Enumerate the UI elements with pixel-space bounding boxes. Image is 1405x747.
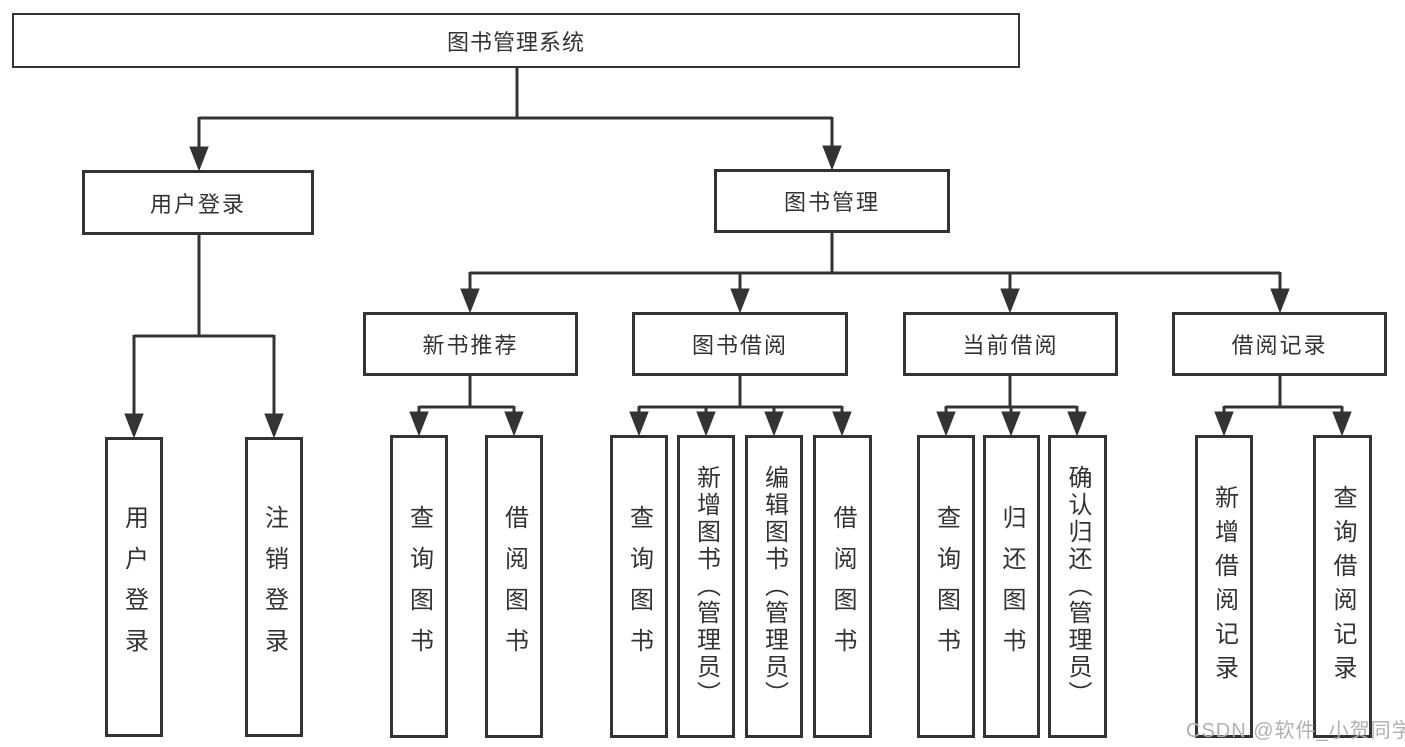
arrowhead: [936, 411, 956, 437]
node-library-management-system: 图书管理系统: [12, 13, 1020, 68]
node-leaf-edit-books-admin: 编辑图书（管理员）: [745, 435, 803, 738]
node-leaf-query-borrow-record: 查询借阅记录: [1313, 435, 1372, 738]
node-book-borrowing: 图书借阅: [632, 312, 848, 376]
arrowhead: [696, 411, 716, 437]
arrowhead: [1001, 411, 1021, 437]
arrowhead: [1214, 411, 1234, 437]
node-leaf-query-books-current: 查询图书: [917, 435, 975, 738]
node-leaf-logout: 注销登录: [245, 437, 303, 737]
arrowhead: [1332, 411, 1352, 437]
node-leaf-user-login: 用户登录: [105, 437, 163, 737]
node-leaf-add-books-admin: 新增图书（管理员）: [677, 435, 735, 738]
arrowhead: [124, 413, 144, 439]
node-leaf-borrow-books: 借阅图书: [813, 435, 872, 738]
node-leaf-query-books-borrow: 查询图书: [610, 435, 668, 738]
arrowhead: [460, 288, 480, 314]
node-current-borrowing: 当前借阅: [903, 312, 1118, 376]
arrowhead: [629, 411, 649, 437]
node-leaf-confirm-return-admin: 确认归还（管理员）: [1048, 435, 1107, 738]
arrowhead: [264, 413, 284, 439]
arrowhead: [189, 146, 209, 172]
arrowhead: [822, 145, 842, 171]
node-user-login: 用户登录: [82, 170, 314, 235]
arrowhead: [764, 411, 784, 437]
node-book-management: 图书管理: [714, 169, 950, 233]
node-leaf-borrow-books-recommend: 借阅图书: [485, 435, 543, 738]
arrowhead: [1067, 411, 1087, 437]
arrowhead: [832, 411, 852, 437]
arrowhead: [1270, 288, 1290, 314]
arrowhead: [1000, 288, 1020, 314]
arrowhead: [730, 288, 750, 314]
arrowhead: [504, 411, 524, 437]
node-new-book-recommendation: 新书推荐: [363, 312, 578, 376]
node-leaf-add-borrow-record: 新增借阅记录: [1195, 435, 1253, 738]
node-leaf-query-books-recommend: 查询图书: [390, 435, 448, 738]
csdn-watermark: CSDN @软件_小贺同学: [1186, 720, 1405, 742]
arrowhead: [409, 411, 429, 437]
node-borrowing-records: 借阅记录: [1172, 312, 1387, 376]
node-leaf-return-books: 归还图书: [983, 435, 1040, 738]
